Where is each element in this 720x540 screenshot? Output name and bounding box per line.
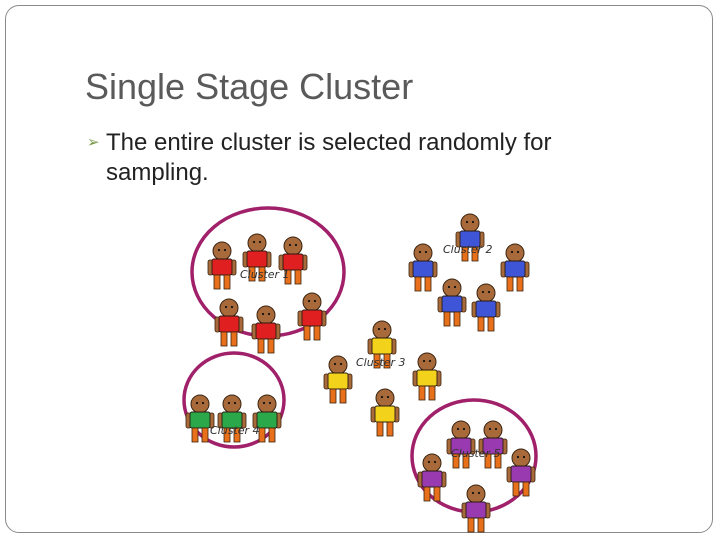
cluster-3-label: Cluster 3: [356, 356, 406, 369]
slide: Single Stage Cluster ➢ The entire cluste…: [5, 5, 713, 533]
cluster-3-person: [412, 352, 442, 401]
cluster-5-label: Cluster 5: [451, 447, 501, 460]
cluster-5-person: [506, 448, 536, 497]
cluster-4-person: [185, 394, 215, 443]
cluster-2-label: Cluster 2: [443, 243, 493, 256]
cluster-5-person: [478, 420, 508, 469]
bullet-line-1: The entire cluster is selected randomly …: [106, 129, 552, 156]
cluster-2-person: [471, 283, 501, 332]
cluster-1-person: [214, 298, 244, 347]
cluster-1-person: [278, 236, 308, 285]
cluster-3-person: [323, 355, 353, 404]
bullet-line-2: sampling.: [106, 159, 209, 186]
cluster-2-person: [408, 243, 438, 292]
cluster-2-person: [500, 243, 530, 292]
cluster-4-person: [252, 394, 282, 443]
cluster-1-person: [207, 241, 237, 290]
cluster-1-person: [242, 233, 272, 282]
cluster-1-label: Cluster 1: [240, 268, 290, 281]
bullet-text: The entire cluster is selected randomly …: [87, 128, 647, 188]
bullet-arrow-icon: ➢: [87, 133, 100, 151]
cluster-4-circle: [182, 351, 286, 449]
cluster-1-person: [251, 305, 281, 354]
cluster-2-person: [455, 213, 485, 262]
bullet-item: ➢ The entire cluster is selected randoml…: [87, 128, 647, 188]
cluster-1-person: [297, 292, 327, 341]
slide-title: Single Stage Cluster: [85, 66, 414, 107]
cluster-5-person: [461, 484, 491, 533]
cluster-3-person: [370, 388, 400, 437]
cluster-5-person: [417, 453, 447, 502]
cluster-2-person: [437, 278, 467, 327]
cluster-4-person: [217, 394, 247, 443]
cluster-5-person: [446, 420, 476, 469]
cluster-3-person: [367, 320, 397, 369]
cluster-4-label: Cluster 4: [210, 424, 260, 437]
